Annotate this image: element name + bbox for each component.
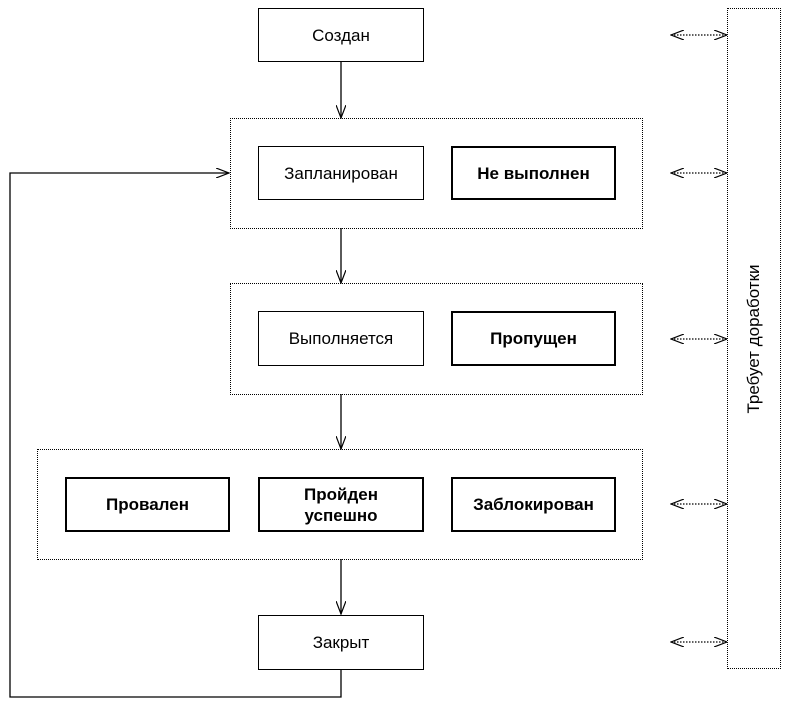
state-created: Создан [258, 8, 424, 62]
state-planned: Запланирован [258, 146, 424, 200]
state-skipped: Пропущен [451, 311, 616, 366]
group-planned [230, 118, 643, 229]
state-passed: Пройден успешно [258, 477, 424, 532]
group-results [37, 449, 643, 560]
group-in-progress [230, 283, 643, 395]
state-closed: Закрыт [258, 615, 424, 670]
state-not-done: Не выполнен [451, 146, 616, 200]
arrow-closed-loop-to-planned [9, 173, 342, 698]
state-failed: Провален [65, 477, 230, 532]
state-in-progress: Выполняется [258, 311, 424, 366]
rework-label: Требует доработки [744, 263, 763, 414]
state-blocked: Заблокирован [451, 477, 616, 532]
rework-box: Требует доработки [727, 8, 781, 669]
